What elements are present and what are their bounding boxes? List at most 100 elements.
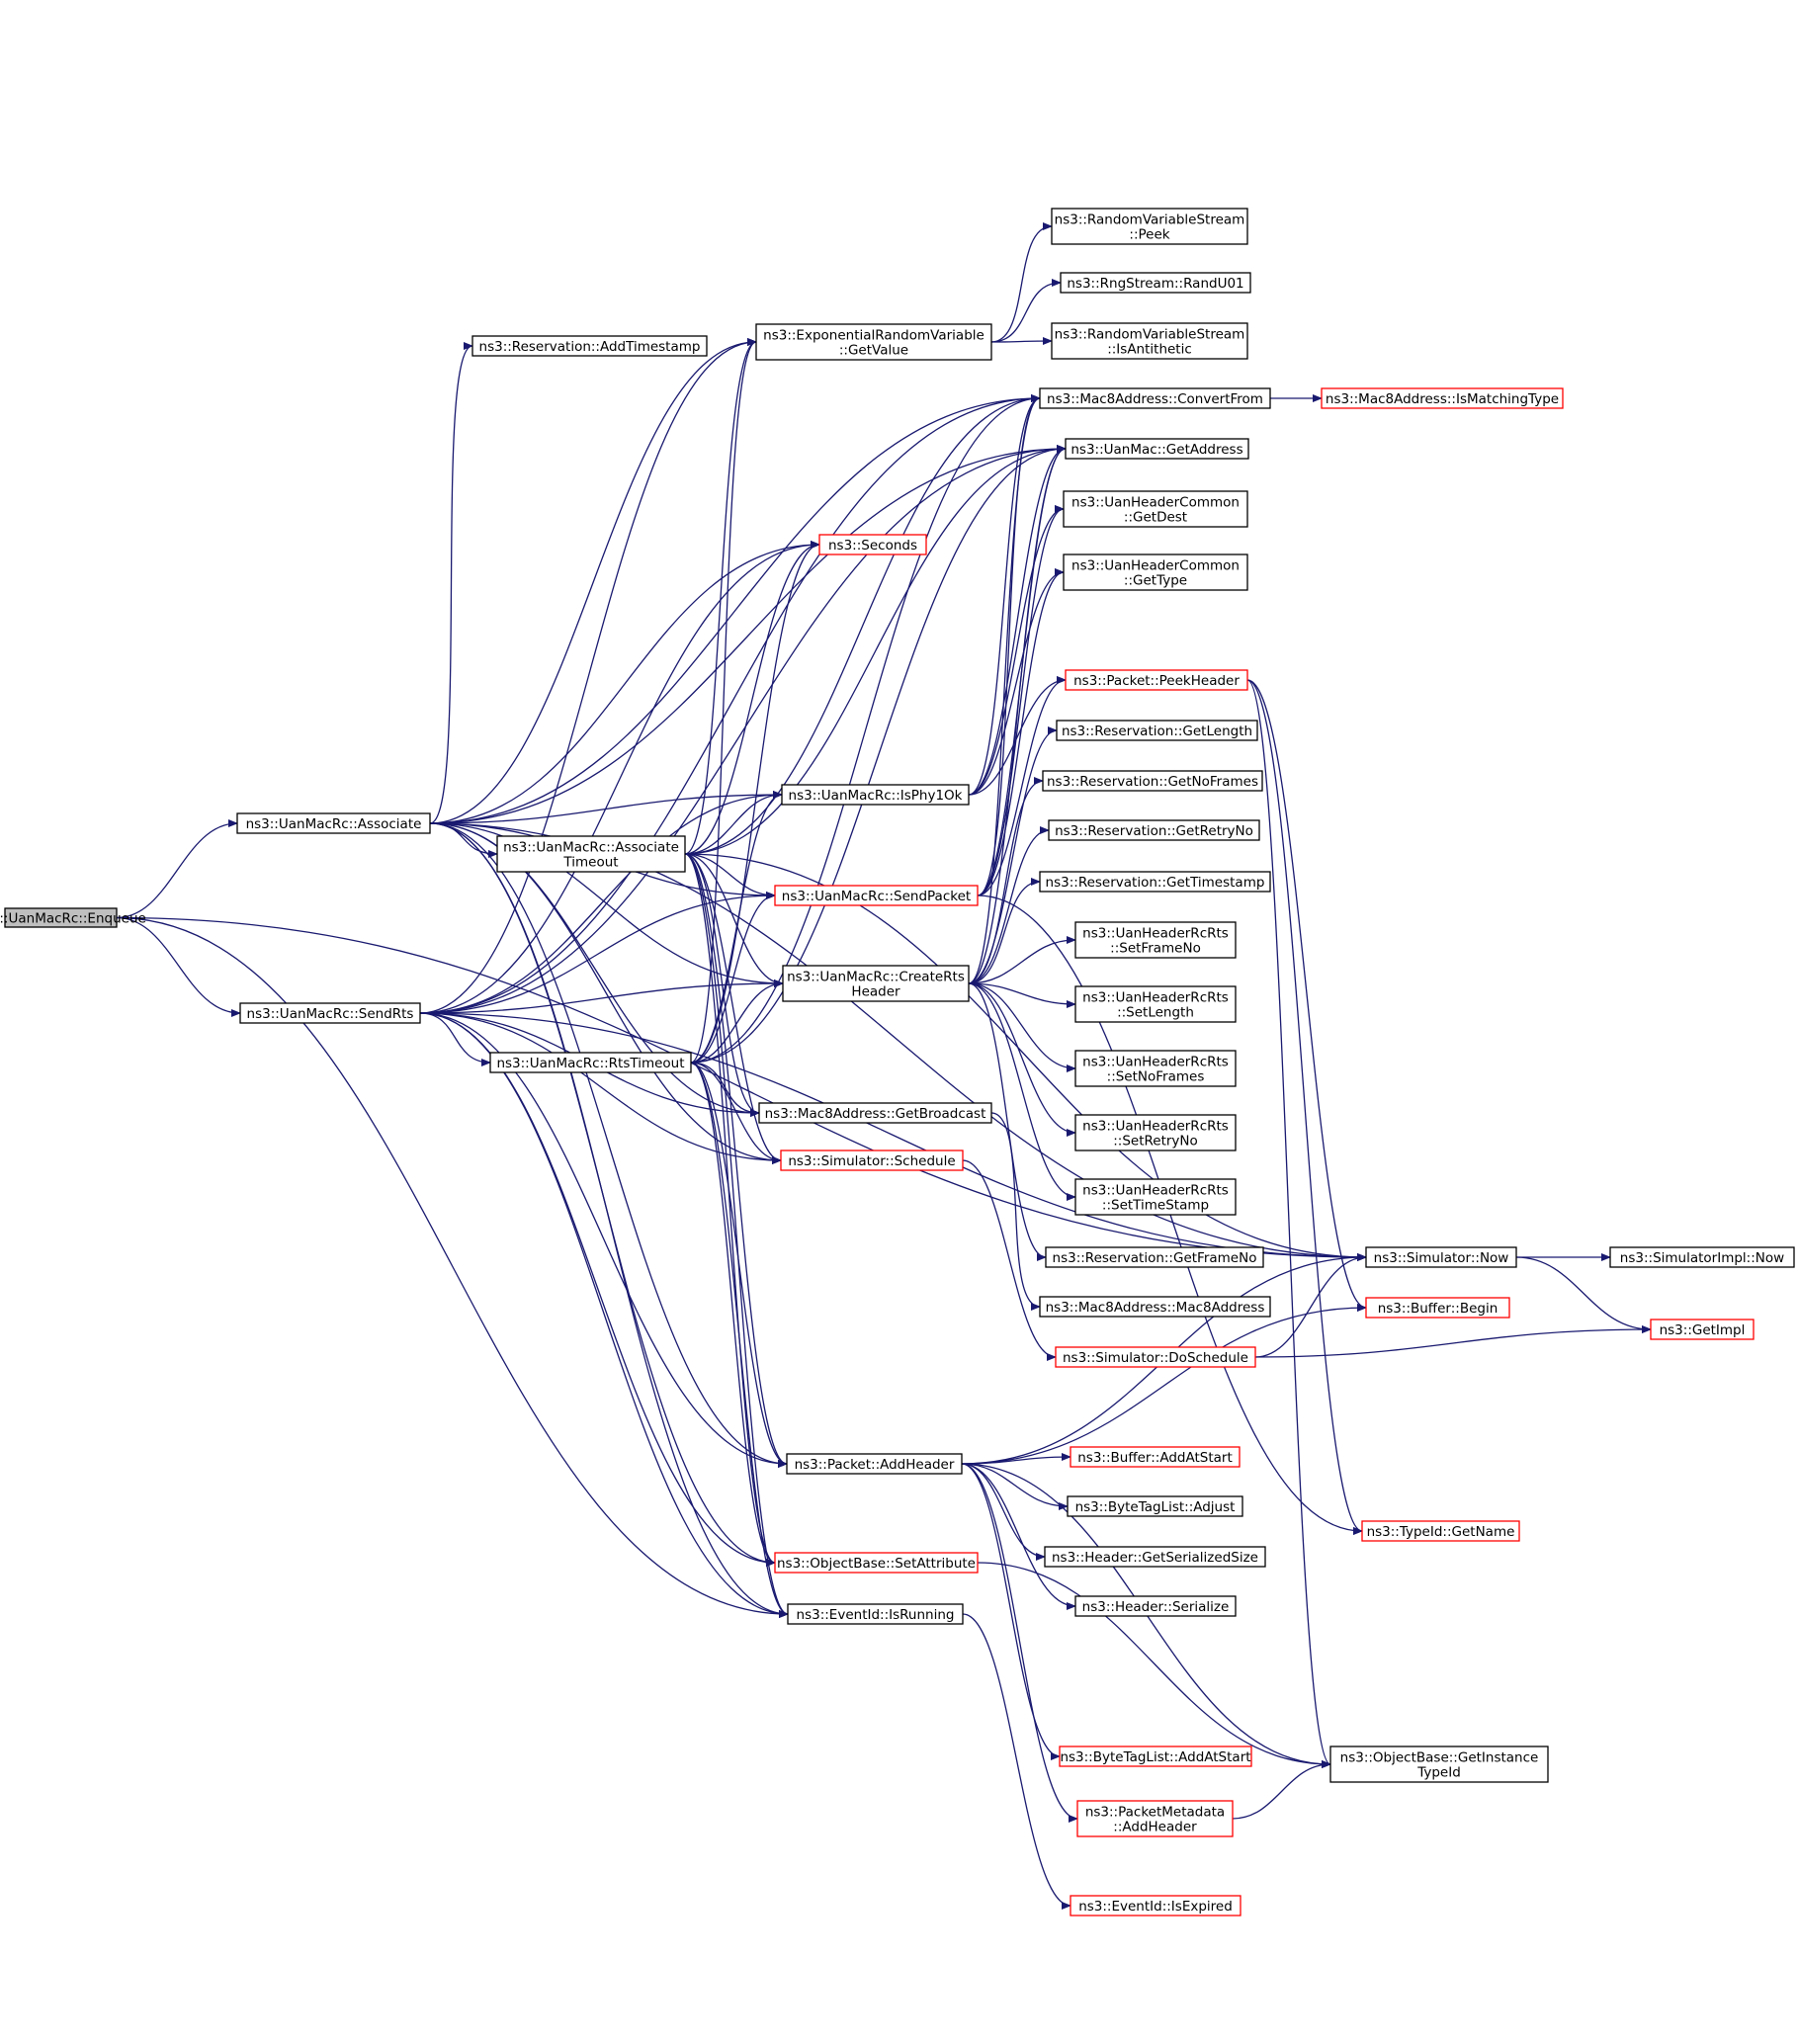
edge-rtstimeout-to-exp_getvalue — [690, 338, 757, 1064]
node-box-exp_getvalue — [755, 323, 992, 361]
edge-exp_getvalue-to-isantithetic — [990, 337, 1053, 346]
node-hdr_serialize[interactable]: ns3::Header::Serialize — [1074, 1595, 1237, 1617]
node-res_gettimestamp[interactable]: ns3::Reservation::GetTimestamp — [1039, 871, 1271, 893]
node-isantithetic[interactable]: ns3::RandomVariableStream::IsAntithetic — [1051, 322, 1248, 360]
node-randu01[interactable]: ns3::RngStream::RandU01 — [1060, 272, 1251, 294]
node-res_getframeno[interactable]: ns3::Reservation::GetFrameNo — [1045, 1246, 1264, 1268]
node-settimestamp[interactable]: ns3::UanHeaderRcRts::SetTimeStamp — [1074, 1178, 1237, 1216]
edge-sendrts-to-seconds — [419, 541, 820, 1014]
node-box-schedule — [780, 1150, 964, 1171]
node-getdest[interactable]: ns3::UanHeaderCommon::GetDest — [1063, 490, 1248, 528]
node-btl_adjust[interactable]: ns3::ByteTagList::Adjust — [1067, 1495, 1243, 1517]
node-doschedule[interactable]: ns3::Simulator::DoSchedule — [1055, 1346, 1256, 1368]
node-btl_addatstart[interactable]: ns3::ByteTagList::AddAtStart — [1059, 1746, 1252, 1767]
node-box-seconds — [818, 534, 927, 555]
node-isphy1ok[interactable]: ns3::UanMacRc::IsPhy1Ok — [781, 784, 970, 806]
edge-assoc_timeout-to-schedule — [684, 853, 782, 1164]
node-label-simimpl_now-0: ns3::SimulatorImpl::Now — [1620, 1250, 1784, 1266]
node-sendpacket[interactable]: ns3::UanMacRc::SendPacket — [774, 885, 979, 906]
node-label-isphy1ok-0: ns3::UanMacRc::IsPhy1Ok — [789, 788, 963, 804]
node-label-gettype-0: ns3::UanHeaderCommon — [1071, 558, 1240, 574]
edge-schedule-to-doschedule — [962, 1159, 1057, 1361]
node-box-doschedule — [1055, 1346, 1256, 1368]
node-box-buf_begin — [1365, 1297, 1510, 1319]
edge-associate-to-seconds — [429, 541, 820, 824]
node-getaddress[interactable]: ns3::UanMac::GetAddress — [1065, 438, 1249, 460]
node-box-getimpl — [1650, 1319, 1755, 1340]
edge-rtstimeout-to-convertfrom — [690, 394, 1041, 1064]
node-label-pm_addheader-1: ::AddHeader — [1113, 1820, 1197, 1835]
node-buf_begin[interactable]: ns3::Buffer::Begin — [1365, 1297, 1510, 1319]
edge-associate-to-convertfrom — [429, 394, 1041, 824]
edge-assoc_timeout-to-creatertsheader — [684, 853, 784, 987]
node-hdr_getsize[interactable]: ns3::Header::GetSerializedSize — [1044, 1546, 1266, 1568]
node-addheader[interactable]: ns3::Packet::AddHeader — [786, 1453, 963, 1475]
node-box-peekheader — [1065, 669, 1248, 691]
node-addtimestamp[interactable]: ns3::Reservation::AddTimestamp — [471, 335, 708, 357]
edge-getbroadcast-to-mac8ctor — [990, 1112, 1041, 1311]
node-getbroadcast[interactable]: ns3::Mac8Address::GetBroadcast — [758, 1102, 992, 1124]
edge-assoc_timeout-to-exp_getvalue — [684, 338, 757, 855]
node-setlength[interactable]: ns3::UanHeaderRcRts::SetLength — [1074, 985, 1237, 1023]
node-setframeno[interactable]: ns3::UanHeaderRcRts::SetFrameNo — [1074, 921, 1237, 959]
edge-isphy1ok-to-getaddress — [968, 445, 1067, 796]
node-seconds[interactable]: ns3::Seconds — [818, 534, 927, 555]
node-box-hdr_getsize — [1044, 1546, 1266, 1568]
node-peekheader[interactable]: ns3::Packet::PeekHeader — [1065, 669, 1248, 691]
node-sim_now[interactable]: ns3::Simulator::Now — [1365, 1246, 1517, 1268]
node-schedule[interactable]: ns3::Simulator::Schedule — [780, 1150, 964, 1171]
edge-sendrts-to-creatertsheader — [419, 979, 784, 1014]
node-rvs_peek[interactable]: ns3::RandomVariableStream::Peek — [1051, 208, 1248, 245]
node-getimpl[interactable]: ns3::GetImpl — [1650, 1319, 1755, 1340]
edge-rtstimeout-to-getaddress — [690, 445, 1067, 1064]
node-label-res_getretryno-0: ns3::Reservation::GetRetryNo — [1055, 823, 1253, 839]
node-label-associate-0: ns3::UanMacRc::Associate — [246, 816, 422, 832]
node-box-isexpired — [1070, 1895, 1241, 1916]
node-label-res_getlength-0: ns3::Reservation::GetLength — [1062, 724, 1252, 739]
node-setattribute[interactable]: ns3::ObjectBase::SetAttribute — [774, 1552, 979, 1574]
edge-assoc_timeout-to-getbroadcast — [684, 853, 760, 1117]
node-box-res_getframeno — [1045, 1246, 1264, 1268]
node-mac8ctor[interactable]: ns3::Mac8Address::Mac8Address — [1039, 1296, 1271, 1318]
edge-enqueue-to-associate — [116, 819, 238, 919]
node-label-setretryno-0: ns3::UanHeaderRcRts — [1082, 1119, 1229, 1135]
node-res_getretryno[interactable]: ns3::Reservation::GetRetryNo — [1048, 819, 1260, 841]
edge-addheader-to-btl_adjust — [961, 1463, 1069, 1510]
node-label-rtstimeout-0: ns3::UanMacRc::RtsTimeout — [496, 1056, 684, 1071]
node-label-rvs_peek-1: ::Peek — [1129, 227, 1169, 243]
node-gettype[interactable]: ns3::UanHeaderCommon::GetType — [1063, 554, 1248, 591]
node-setretryno[interactable]: ns3::UanHeaderRcRts::SetRetryNo — [1074, 1114, 1237, 1151]
node-sendrts[interactable]: ns3::UanMacRc::SendRts — [239, 1002, 421, 1024]
edge-pm_addheader-to-getinstancetypeid — [1232, 1760, 1331, 1820]
node-convertfrom[interactable]: ns3::Mac8Address::ConvertFrom — [1039, 387, 1271, 409]
node-label-setframeno-0: ns3::UanHeaderRcRts — [1082, 926, 1229, 942]
edge-isphy1ok-to-getdest — [968, 505, 1065, 796]
node-isexpired[interactable]: ns3::EventId::IsExpired — [1070, 1895, 1241, 1916]
node-pm_addheader[interactable]: ns3::PacketMetadata::AddHeader — [1076, 1800, 1234, 1837]
node-setnoframes[interactable]: ns3::UanHeaderRcRts::SetNoFrames — [1074, 1050, 1237, 1087]
node-res_getlength[interactable]: ns3::Reservation::GetLength — [1056, 720, 1258, 741]
node-label-randu01-0: ns3::RngStream::RandU01 — [1067, 276, 1243, 292]
node-res_getnoframes[interactable]: ns3::Reservation::GetNoFrames — [1042, 770, 1263, 792]
edge-isphy1ok-to-convertfrom — [968, 394, 1041, 796]
node-ismatchingtype[interactable]: ns3::Mac8Address::IsMatchingType — [1321, 387, 1564, 409]
edge-associate-to-getaddress — [429, 445, 1067, 824]
node-label-settimestamp-1: ::SetTimeStamp — [1102, 1198, 1209, 1214]
node-simimpl_now[interactable]: ns3::SimulatorImpl::Now — [1609, 1246, 1795, 1268]
node-typeid_getname[interactable]: ns3::TypeId::GetName — [1361, 1520, 1520, 1542]
node-isrunning[interactable]: ns3::EventId::IsRunning — [787, 1603, 964, 1625]
node-label-exp_getvalue-0: ns3::ExponentialRandomVariable — [763, 328, 985, 344]
node-enqueue[interactable]: ns3::UanMacRc::Enqueue — [0, 907, 146, 928]
node-label-setretryno-1: ::SetRetryNo — [1113, 1134, 1198, 1150]
node-buf_addatstart[interactable]: ns3::Buffer::AddAtStart — [1070, 1446, 1241, 1468]
node-exp_getvalue[interactable]: ns3::ExponentialRandomVariable::GetValue — [755, 323, 992, 361]
node-rtstimeout[interactable]: ns3::UanMacRc::RtsTimeout — [489, 1052, 692, 1073]
edge-sendrts-to-isphy1ok — [419, 791, 783, 1014]
edge-isphy1ok-to-gettype — [968, 568, 1065, 796]
node-box-btl_adjust — [1067, 1495, 1243, 1517]
node-box-mac8ctor — [1039, 1296, 1271, 1318]
node-associate[interactable]: ns3::UanMacRc::Associate — [236, 812, 431, 834]
